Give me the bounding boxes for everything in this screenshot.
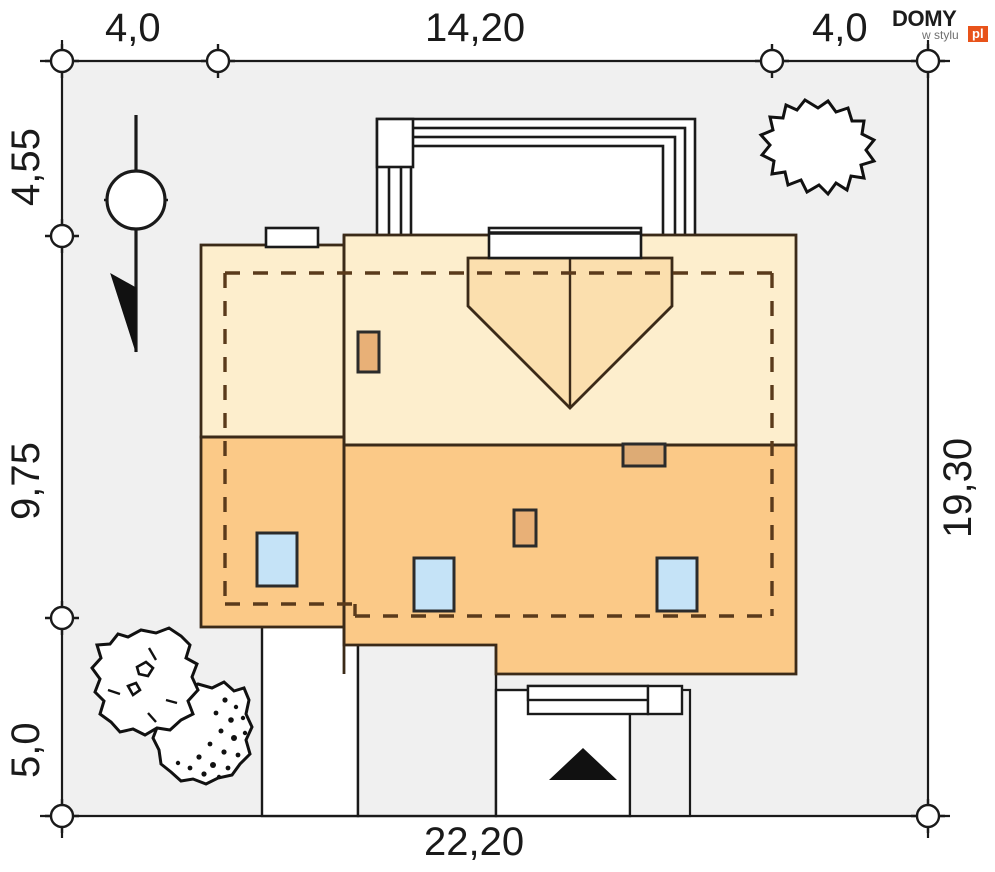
terrace-steps (375, 117, 697, 246)
chimney-center (512, 508, 538, 548)
dim-label-left-middle: 9,75 (4, 442, 48, 520)
plot-corner-left-upper (45, 219, 79, 253)
tree-top-right (758, 98, 877, 197)
plot-corner-top-left (45, 44, 79, 78)
logo-domain-badge: pl (968, 26, 988, 42)
skylight-left (255, 531, 299, 588)
dim-label-left-upper: 4,55 (4, 128, 48, 206)
terrace-left-post (375, 117, 415, 169)
chimney-upper-left (356, 330, 381, 374)
logo-tagline-text: w stylu (922, 28, 959, 42)
plot-corner-left-lower (45, 601, 79, 635)
plot-corner-top-right-inner (755, 44, 789, 78)
dim-label-bottom: 22,20 (424, 820, 525, 864)
plot-corner-top-mid (201, 44, 235, 78)
dim-label-top-left: 4,0 (105, 6, 161, 50)
entry-direction-arrow (549, 748, 617, 780)
skylight-right (655, 556, 699, 613)
chimney-right (621, 442, 667, 468)
plot-corner-bottom-right (911, 799, 945, 833)
plot-corner-markers (45, 44, 945, 833)
plot-corner-bottom-left (45, 799, 79, 833)
dormer-cap (487, 226, 643, 260)
entry-steps (526, 684, 684, 716)
building-footprint-dashed (223, 271, 774, 618)
plot-corner-top-right (911, 44, 945, 78)
dim-label-top-right: 4,0 (812, 6, 868, 50)
roof-protrusion-left (264, 226, 320, 249)
skylight-center (412, 556, 456, 613)
north-arrow (104, 115, 168, 353)
logo-brand-text: DOMY (892, 6, 957, 31)
roof-main-lower (342, 443, 798, 676)
tree-bottom-left-a (90, 626, 200, 737)
brand-logo[interactable]: DOMY w stylu pl (884, 6, 992, 46)
tree-stipple-dots (175, 697, 248, 780)
dim-label-left-lower: 5,0 (4, 722, 48, 778)
dim-label-top-center: 14,20 (425, 6, 526, 50)
dim-label-right: 19,30 (936, 437, 980, 538)
roof-ridge-line (201, 235, 796, 674)
